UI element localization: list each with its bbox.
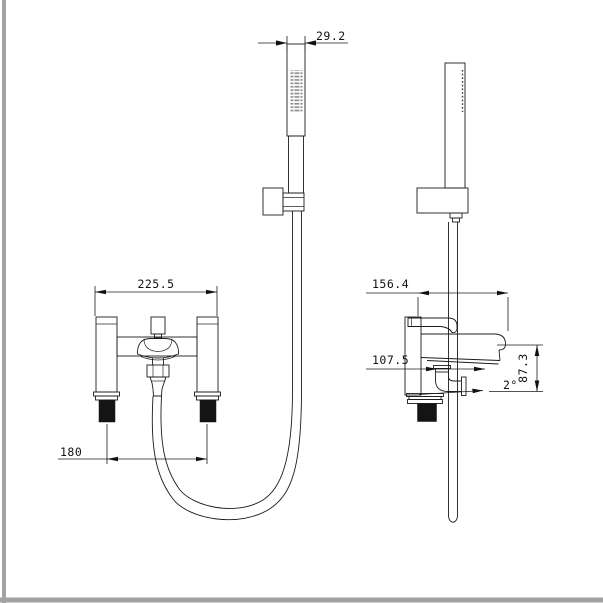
dim-outlet-projection: 107.5	[366, 353, 485, 372]
pillar-left	[93, 316, 120, 423]
dim-spout-reach: 156.4	[366, 277, 509, 331]
inlet-tail-left	[98, 399, 116, 423]
window-edge-left	[2, 0, 6, 603]
front-view: 29.2	[58, 29, 348, 521]
mixer-front	[93, 316, 221, 423]
deck-body	[116, 336, 198, 357]
lever-handle	[407, 317, 458, 334]
inlet-tail-side	[417, 403, 437, 422]
shower-hose-front	[151, 211, 302, 521]
mixer-side	[404, 316, 506, 422]
spout-housing	[137, 338, 179, 359]
dim-label-outlet-height: 87.3	[516, 353, 530, 383]
dim-label-spout-reach: 156.4	[372, 277, 409, 291]
diverter-assembly	[137, 316, 179, 397]
pillar-right	[194, 316, 221, 423]
dim-label-outlet-projection: 107.5	[372, 353, 409, 367]
bracket-clamp	[282, 192, 305, 212]
base-side	[406, 393, 444, 422]
dim-label-spout-angle: 2°	[503, 378, 518, 392]
dim-label-handshower-width: 29.2	[316, 29, 346, 43]
outlet-elbow	[433, 365, 467, 396]
dim-outlet-height: 87.3	[489, 344, 543, 392]
dim-deck-width: 225.5	[94, 277, 218, 316]
spout-side	[420, 333, 506, 365]
shower-bracket-side	[416, 187, 469, 223]
hose-nut	[146, 364, 170, 378]
spray-face	[290, 70, 303, 112]
dim-handshower-width: 29.2	[258, 29, 348, 50]
window-edge-bottom	[0, 597, 603, 603]
shower-hose-side	[448, 222, 458, 523]
inlet-tail-right	[199, 399, 217, 423]
dim-label-deck-width: 225.5	[137, 277, 174, 291]
handshower-side	[444, 62, 466, 189]
diverter-knob	[150, 316, 166, 335]
shower-bracket-front	[262, 187, 305, 216]
handshower-front	[286, 43, 306, 194]
dim-label-inlet-spacing: 180	[60, 445, 82, 459]
handshower-handle	[288, 135, 304, 194]
hose-cone	[149, 376, 167, 397]
dim-spout-angle: 2°	[418, 378, 518, 395]
side-view: 156.4 107.5 2° 87.3	[366, 62, 543, 523]
dim-inlet-spacing: 180	[58, 424, 208, 464]
